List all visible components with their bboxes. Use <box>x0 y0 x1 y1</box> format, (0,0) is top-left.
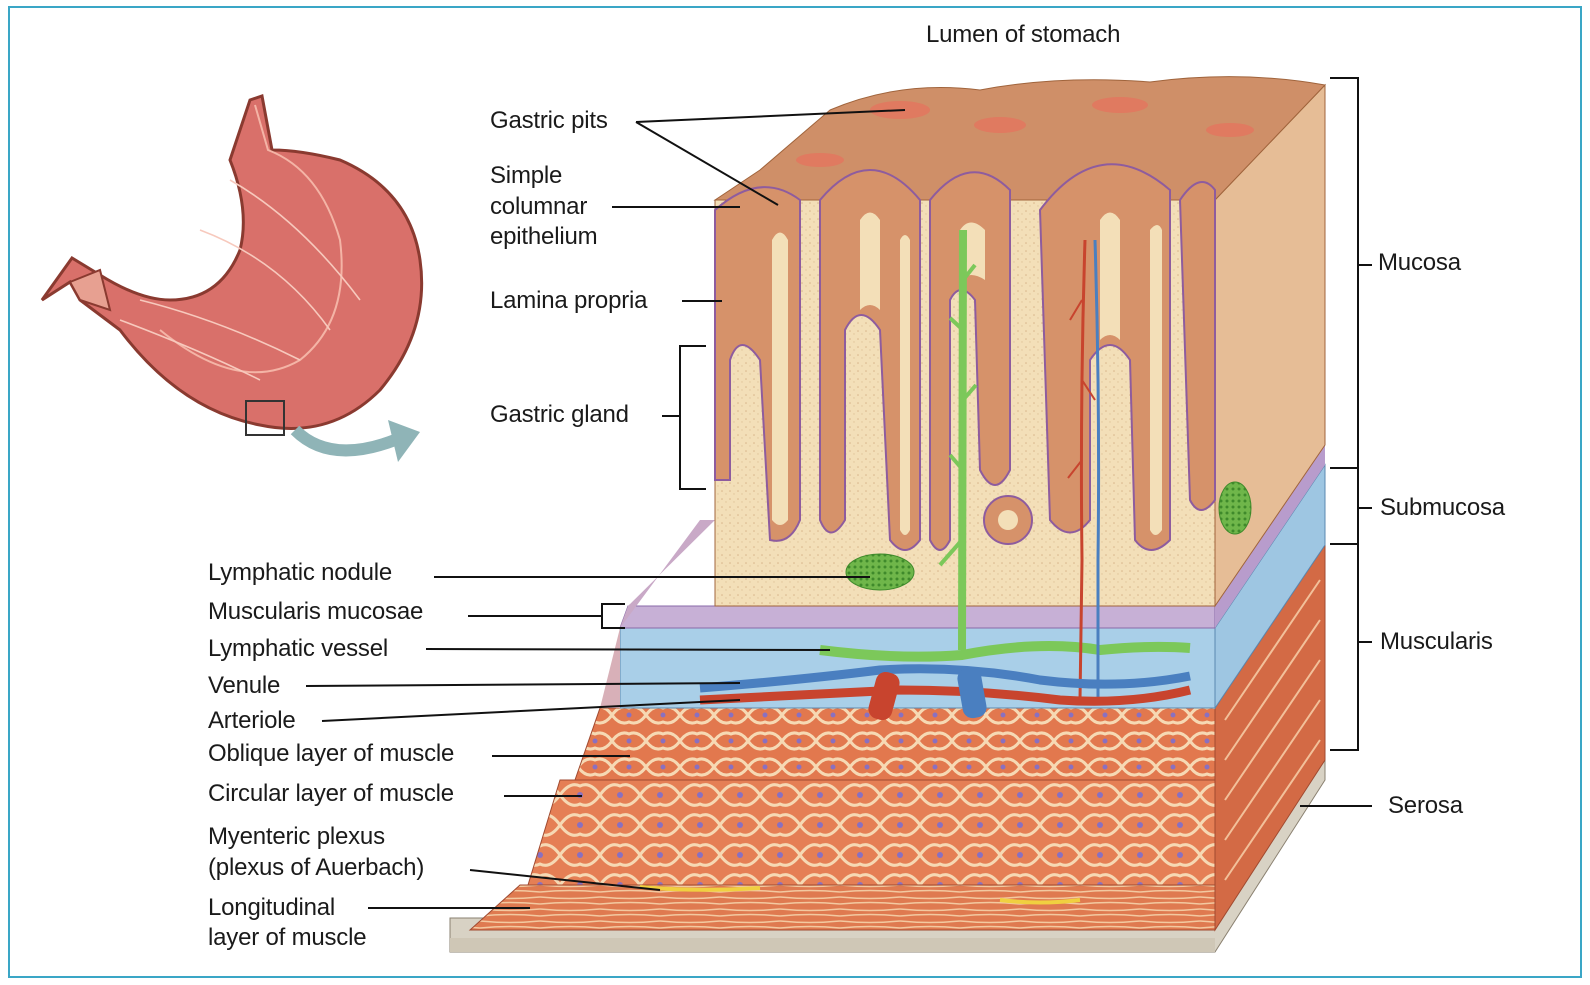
mucosa-label: Mucosa <box>1378 248 1461 278</box>
lamina-propria-label: Lamina propria <box>490 286 647 316</box>
serosa-label: Serosa <box>1388 791 1463 821</box>
simple-columnar-label-line1: Simple <box>490 161 562 191</box>
simple-columnar-label-line3: epithelium <box>490 222 597 252</box>
muscularis-label: Muscularis <box>1380 627 1493 657</box>
myenteric-plexus-label-line2: (plexus of Auerbach) <box>208 853 424 883</box>
myenteric-plexus-label-line1: Myenteric plexus <box>208 822 385 852</box>
simple-columnar-label-line2: columnar <box>490 192 587 222</box>
arteriole-label: Arteriole <box>208 706 296 736</box>
circular-layer-label: Circular layer of muscle <box>208 779 454 809</box>
longitudinal-layer-label-line2: layer of muscle <box>208 923 366 953</box>
oblique-layer-label: Oblique layer of muscle <box>208 739 454 769</box>
venule-label: Venule <box>208 671 280 701</box>
stomach-thumbnail <box>42 96 422 462</box>
gastric-pits-label: Gastric pits <box>490 106 608 136</box>
gastric-gland-label: Gastric gland <box>490 400 629 430</box>
lumen-label: Lumen of stomach <box>926 20 1120 50</box>
lymphatic-nodule-label: Lymphatic nodule <box>208 558 392 588</box>
lymphatic-vessel-label: Lymphatic vessel <box>208 634 388 664</box>
muscularis-mucosae-label: Muscularis mucosae <box>208 597 423 627</box>
lymphatic-nodule-shape <box>846 554 914 590</box>
submucosa-label: Submucosa <box>1380 493 1505 523</box>
longitudinal-layer-label-line1: Longitudinal <box>208 893 335 923</box>
